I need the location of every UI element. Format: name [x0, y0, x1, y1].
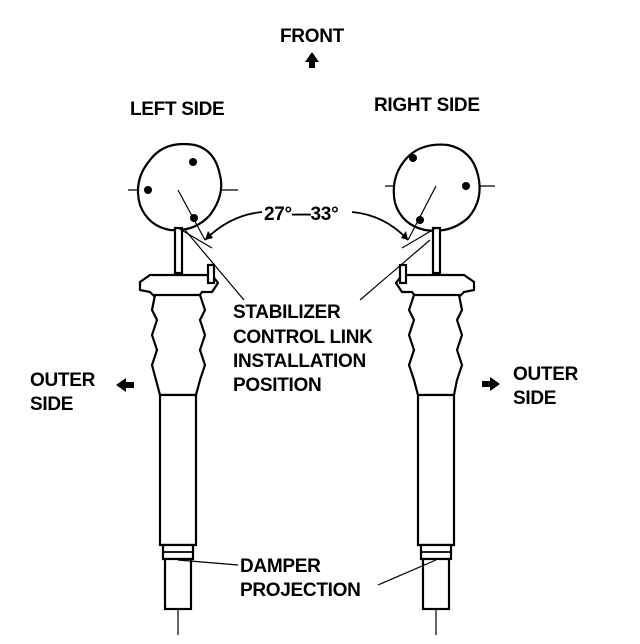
angle-label: 27°—33°: [264, 204, 338, 225]
right-mount-bolt-icon: [409, 154, 417, 162]
svg-text:OUTER: OUTER: [513, 364, 579, 385]
right-arrow-icon: [482, 377, 500, 391]
svg-text:PROJECTION: PROJECTION: [240, 580, 361, 601]
damper-projection-label: DAMPER PROJECTION: [240, 556, 361, 601]
svg-text:OUTER: OUTER: [30, 370, 96, 391]
left-side-label: LEFT SIDE: [130, 99, 224, 120]
left-damper: [128, 142, 238, 635]
svg-text:INSTALLATION: INSTALLATION: [233, 351, 366, 372]
front-arrow-icon: [305, 52, 319, 68]
left-mount-bolt-icon: [144, 186, 152, 194]
right-upper-mount: [392, 143, 481, 232]
left-mount-bolt-icon: [189, 158, 197, 166]
svg-text:CONTROL LINK: CONTROL LINK: [233, 327, 373, 348]
stabilizer-label: STABILIZER CONTROL LINK INSTALLATION POS…: [233, 302, 373, 396]
svg-text:DAMPER: DAMPER: [240, 556, 321, 577]
left-upper-mount: [136, 142, 223, 232]
front-label: FRONT: [280, 26, 345, 47]
svg-text:SIDE: SIDE: [30, 394, 73, 415]
angle-indicator: [177, 211, 437, 249]
outer-side-left-label: OUTER SIDE: [30, 370, 96, 415]
right-damper: [385, 143, 495, 635]
svg-text:SIDE: SIDE: [513, 388, 556, 409]
right-mount-bolt-icon: [462, 182, 470, 190]
svg-text:POSITION: POSITION: [233, 375, 321, 396]
left-arrow-icon: [116, 378, 134, 392]
outer-side-right-label: OUTER SIDE: [513, 364, 579, 409]
svg-text:STABILIZER: STABILIZER: [233, 302, 341, 323]
right-side-label: RIGHT SIDE: [374, 95, 480, 116]
